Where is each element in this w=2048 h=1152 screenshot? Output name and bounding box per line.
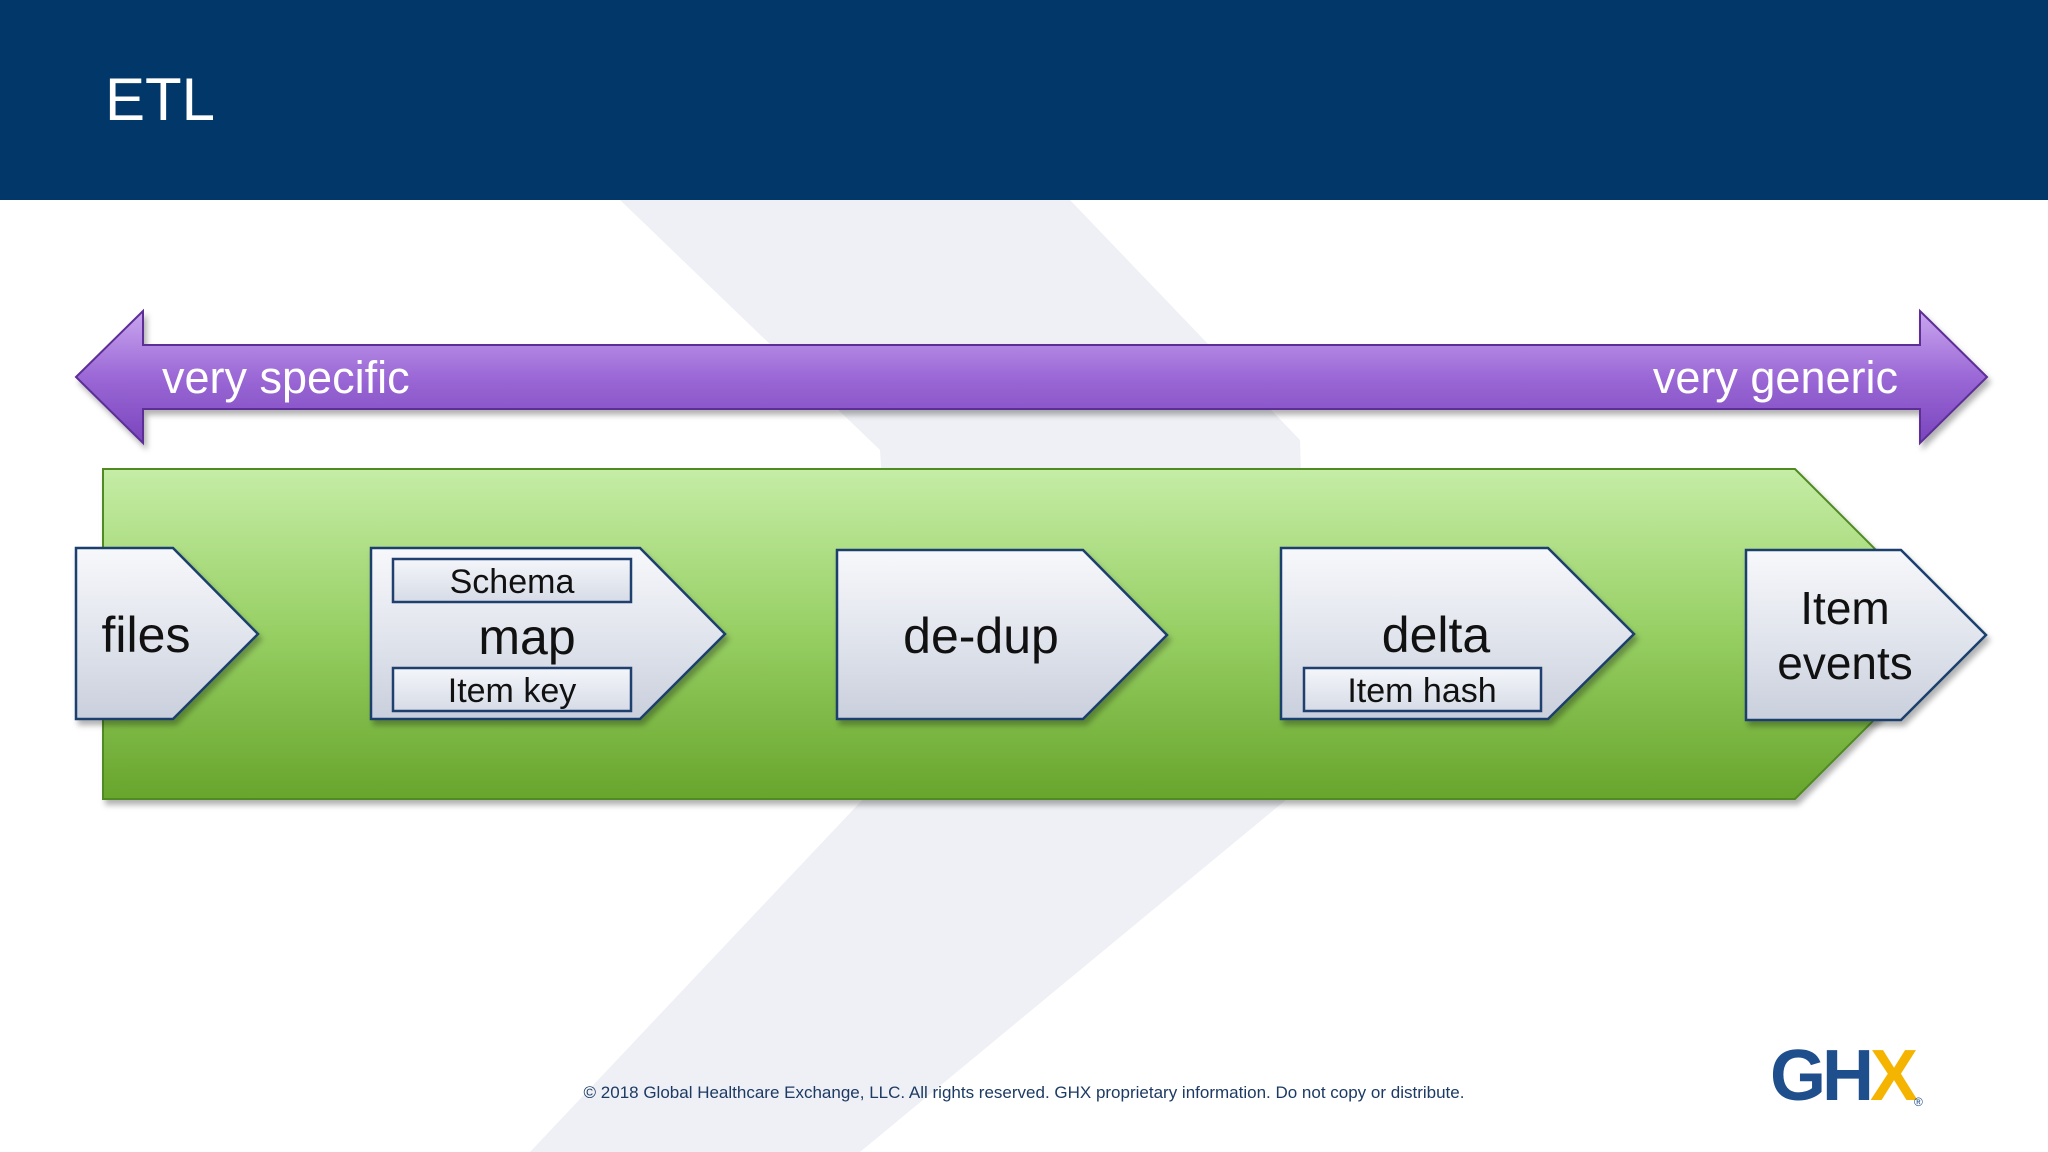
step-delta-label: delta — [1382, 607, 1491, 663]
logo-registered-mark: ® — [1914, 1095, 1923, 1109]
step-de-dup: de-dup — [835, 548, 1169, 721]
step-map: Schema map Item key — [369, 546, 727, 721]
item-hash-label: Item hash — [1347, 672, 1496, 710]
spectrum-right-label: very generic — [1653, 352, 1898, 403]
ghx-logo: GHX® — [1770, 1040, 1990, 1112]
schema-box — [391, 557, 633, 604]
item-hash-box — [1302, 666, 1543, 713]
step-files-label: files — [102, 607, 191, 663]
schema-label: Schema — [450, 563, 575, 601]
step-item-events-line2: events — [1777, 637, 1913, 689]
step-item-events: Item events — [1744, 548, 1988, 722]
logo-text-accent: X — [1870, 1036, 1918, 1116]
slide-title: ETL — [105, 66, 216, 133]
spectrum-arrow — [74, 308, 1989, 446]
item-key-label: Item key — [448, 672, 576, 710]
step-delta: delta Item hash — [1279, 546, 1636, 721]
step-map-label: map — [478, 609, 575, 665]
logo-text-main: GH — [1770, 1036, 1874, 1116]
spectrum-left-label: very specific — [162, 352, 410, 403]
copyright-notice: © 2018 Global Healthcare Exchange, LLC. … — [583, 1083, 1465, 1102]
step-item-events-line1: Item — [1800, 582, 1889, 634]
step-files: files — [74, 546, 260, 721]
title-bar: ETL — [0, 0, 2048, 200]
item-key-box — [391, 666, 633, 713]
step-de-dup-label: de-dup — [903, 608, 1059, 664]
